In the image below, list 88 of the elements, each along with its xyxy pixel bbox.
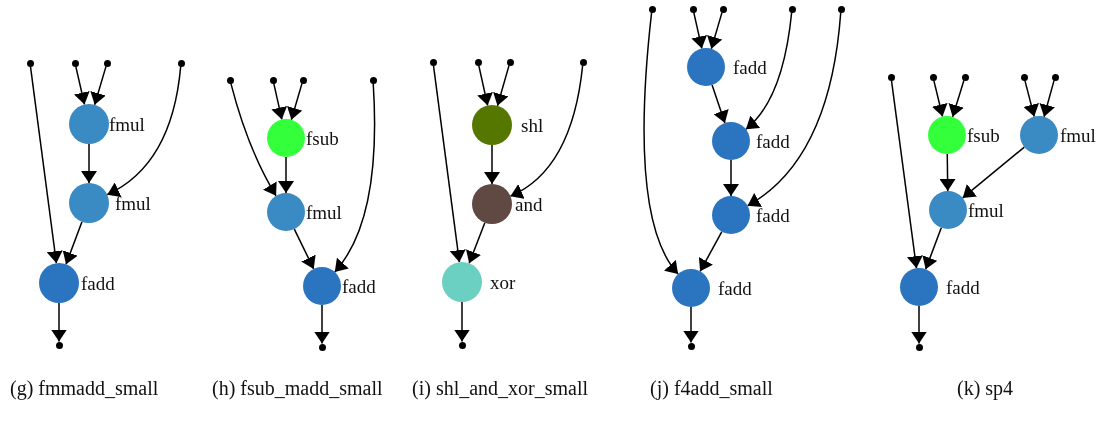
arrow [939, 153, 956, 192]
arrow [106, 65, 182, 197]
arrow [81, 143, 97, 184]
terminal-dot [961, 73, 969, 81]
terminal-dot [648, 5, 656, 13]
subfigure-caption: (k) sp4 [957, 376, 1015, 400]
arrow [683, 306, 699, 344]
arrow [746, 11, 842, 207]
arrow [509, 64, 584, 198]
arrow [454, 301, 470, 343]
subfigure-caption: (j) f4add_small [650, 376, 774, 400]
terminal-dot [719, 5, 727, 13]
arrow [477, 64, 493, 107]
arrow [890, 79, 923, 269]
arrow [466, 221, 486, 265]
terminal-dot [687, 342, 695, 350]
arrow [1039, 79, 1055, 118]
arrow [691, 11, 708, 50]
terminal-dot [429, 58, 437, 66]
terminal-dot [1020, 73, 1028, 81]
arrow [287, 82, 303, 121]
operation-label: fmul [306, 202, 342, 222]
operation-label: fadd [756, 131, 790, 151]
arrow [922, 227, 943, 270]
arrow [707, 11, 723, 50]
operation-label: fmul [968, 200, 1004, 220]
arrow [723, 159, 739, 197]
terminal-dot [71, 59, 79, 67]
arrow [643, 11, 679, 275]
terminal-dot [269, 76, 277, 84]
operation-label: fadd [342, 276, 376, 296]
arrow [51, 302, 67, 343]
operation-label: fadd [733, 57, 767, 77]
terminal-dot [915, 343, 923, 351]
arrow [293, 228, 316, 270]
terminal-dot [299, 76, 307, 84]
terminal-dot [887, 73, 895, 81]
arrow [1023, 79, 1039, 118]
arrow [745, 11, 793, 130]
subfigure-caption: (g) fmmadd_small [10, 376, 160, 400]
terminal-dot [579, 58, 587, 66]
terminal-dot [103, 59, 111, 67]
terminal-dot [689, 5, 697, 13]
terminal-dot [474, 58, 482, 66]
arrow [432, 64, 466, 263]
operation-label: fsub [967, 125, 1000, 145]
operation-label: fadd [81, 273, 115, 293]
terminal-dot [788, 5, 796, 13]
arrow [484, 144, 500, 185]
arrow [711, 84, 729, 124]
terminal-dot [226, 76, 234, 84]
terminal-dot [837, 5, 845, 13]
operation-label: fmul [109, 114, 145, 134]
arrow [961, 146, 1026, 199]
terminal-dot [177, 59, 185, 67]
arrow [90, 65, 107, 106]
terminal-dot [506, 58, 514, 66]
terminal-dot [1051, 73, 1059, 81]
arrow [334, 82, 376, 273]
terminal-dot [458, 341, 466, 349]
arrow [493, 64, 510, 107]
arrow [230, 82, 277, 197]
operation-label: and [515, 194, 543, 214]
terminal-dot [55, 341, 63, 349]
subfigure-caption: (i) shl_and_xor_small [412, 376, 590, 400]
arrow [74, 65, 90, 106]
operation-label: fsub [306, 128, 339, 148]
arrow [931, 79, 948, 118]
terminal-dot [318, 343, 326, 351]
terminal-dot [369, 76, 377, 84]
terminal-dot [929, 73, 937, 81]
arrow [29, 65, 63, 264]
subfigure-caption: (h) fsub_madd_small [212, 376, 384, 400]
arrow [911, 305, 927, 345]
operation-label: shl [521, 115, 544, 135]
operation-label: fmul [115, 193, 151, 213]
arrow [271, 82, 288, 121]
arrow [278, 156, 294, 194]
operation-label: fmul [1060, 125, 1096, 145]
operation-label: fadd [946, 277, 980, 297]
operation-label: xor [490, 272, 516, 292]
arrow [948, 79, 965, 118]
operation-label: fadd [718, 278, 752, 298]
arrow [314, 304, 330, 345]
arrow [698, 230, 723, 273]
terminal-dot [26, 59, 34, 67]
operation-label: fadd [756, 205, 790, 225]
arrow [62, 221, 83, 265]
